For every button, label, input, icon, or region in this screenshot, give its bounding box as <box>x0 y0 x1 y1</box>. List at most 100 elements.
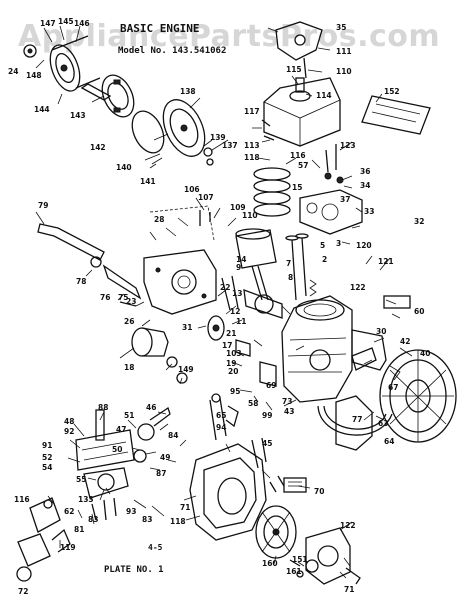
callout-label: 13 <box>232 289 242 298</box>
callout-label: 9 <box>236 263 241 272</box>
callout-label: 51 <box>124 411 134 420</box>
callout-label: 84 <box>168 431 178 440</box>
callout-label: 79 <box>38 201 48 210</box>
callout-label: 91 <box>42 441 52 450</box>
callout-label: 113 <box>244 141 260 150</box>
callout-label: 2 <box>322 255 327 264</box>
callout-label: 121 <box>378 257 394 266</box>
callout-label: 141 <box>140 177 156 186</box>
callout-label: 33 <box>364 207 374 216</box>
callout-label: 60 <box>414 307 424 316</box>
callout-label: 94 <box>216 423 226 432</box>
piston-assembly <box>221 228 277 314</box>
callout-label: 110 <box>336 67 352 76</box>
callout-label: 114 <box>316 91 332 100</box>
callout-label: 161 <box>286 567 302 576</box>
callout-label: 65 <box>216 411 226 420</box>
callout-label: 43 <box>284 407 294 416</box>
callout-label: 45 <box>262 439 272 448</box>
callout-label: 35 <box>336 23 346 32</box>
callout-label: 160 <box>262 559 278 568</box>
callout-label: 139 <box>210 133 226 142</box>
callout-label: 110 <box>242 211 258 220</box>
callout-label: 49 <box>160 453 170 462</box>
callout-label: 36 <box>360 167 370 176</box>
callout-label: 23 <box>126 297 136 306</box>
air-cleaner-assembly <box>261 21 431 147</box>
callout-label: 47 <box>116 425 126 434</box>
model-number: Model No. 143.541062 <box>118 46 226 56</box>
callout-label: 26 <box>124 317 134 326</box>
callout-label: 151 <box>292 555 308 564</box>
callout-label: 78 <box>76 277 86 286</box>
callout-label: 93 <box>126 507 136 516</box>
callout-label: 50 <box>112 445 122 454</box>
page-code: 4-5 <box>148 543 163 552</box>
callout-label: 106 <box>184 185 200 194</box>
callout-label: 71 <box>344 585 354 594</box>
callout-label: 70 <box>314 487 324 496</box>
callout-label: 143 <box>70 111 86 120</box>
callout-label: 21 <box>226 329 236 338</box>
callout-label: 142 <box>90 143 106 152</box>
callout-label: 76 <box>100 293 110 302</box>
callout-label: 147 <box>40 19 56 28</box>
callout-label: 118 <box>244 153 260 162</box>
cylinder-head-assembly <box>253 144 363 235</box>
callout-label: 115 <box>286 65 302 74</box>
callout-label: 72 <box>18 587 28 596</box>
callout-label: 95 <box>230 387 240 396</box>
crankcase-assembly <box>207 289 377 403</box>
callout-label: 7 <box>286 259 291 268</box>
callout-label: 15 <box>292 183 302 192</box>
callout-label: 83 <box>142 515 152 524</box>
callout-label: 64 <box>384 437 394 446</box>
callout-label: 30 <box>376 327 386 336</box>
callout-label: 118 <box>170 517 186 526</box>
muffler-assembly <box>131 327 188 384</box>
callout-label: 63 <box>378 419 388 428</box>
callout-label: 37 <box>340 195 350 204</box>
callout-label: 75 <box>118 293 128 302</box>
callout-label: 111 <box>336 47 352 56</box>
callout-label: 137 <box>222 141 238 150</box>
callout-label: 18 <box>124 363 134 372</box>
callout-label: 46 <box>146 403 156 412</box>
flywheel-cover-assembly <box>317 295 457 451</box>
callout-label: 3 <box>336 239 341 248</box>
callout-label: 17 <box>222 341 232 350</box>
callout-label: 138 <box>180 87 196 96</box>
callout-label: 149 <box>178 365 194 374</box>
callout-label: 148 <box>26 71 42 80</box>
valve-assembly <box>285 233 317 301</box>
callout-label: 14 <box>236 255 246 264</box>
flywheel-assembly <box>23 35 214 169</box>
blower-housing-assembly <box>189 393 307 559</box>
callout-label: 11 <box>236 317 246 326</box>
callout-label: 8 <box>288 273 293 282</box>
callout-label: 145 <box>58 17 74 26</box>
callout-label: 12 <box>230 307 240 316</box>
callout-label: 117 <box>244 107 260 116</box>
callout-label: 92 <box>64 427 74 436</box>
callout-label: 122 <box>340 521 356 530</box>
callout-label: 99 <box>262 411 272 420</box>
diagram-title: BASIC ENGINE <box>120 22 199 35</box>
callout-label: 22 <box>220 283 230 292</box>
callout-label: 87 <box>156 469 166 478</box>
callout-label: 28 <box>154 215 164 224</box>
callout-label: 88 <box>98 403 108 412</box>
callout-label: 19 <box>226 359 236 368</box>
callout-label: 32 <box>414 217 424 226</box>
intake-assembly <box>37 205 217 315</box>
plate-label: PLATE NO. 1 <box>104 565 164 575</box>
callout-label: 67 <box>388 383 398 392</box>
callout-label: 5 <box>320 241 325 250</box>
callout-labels: 147 145 146 24 148 144 143 142 140 141 1… <box>8 17 430 596</box>
callout-label: 40 <box>420 349 430 358</box>
callout-label: 42 <box>400 337 410 346</box>
callout-label: 152 <box>384 87 400 96</box>
callout-label: 55 <box>76 475 86 484</box>
callout-label: 48 <box>64 417 74 426</box>
